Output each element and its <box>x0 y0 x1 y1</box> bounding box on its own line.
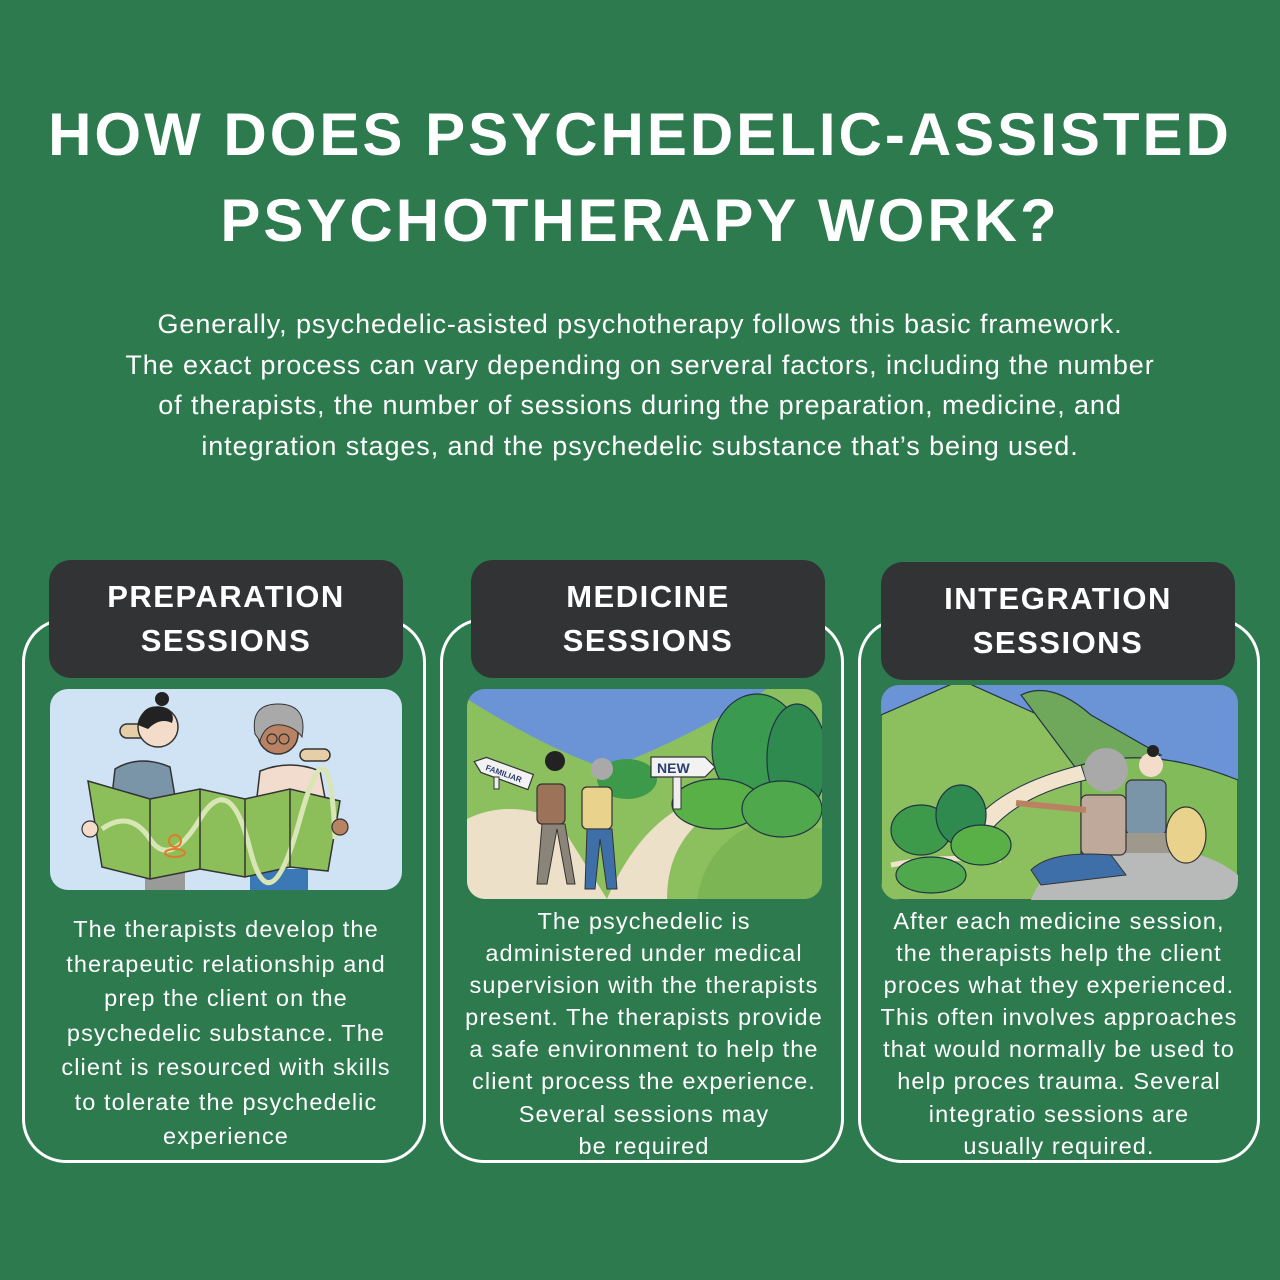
map-reading-hikers-illustration <box>50 689 402 890</box>
fork-in-path-illustration: FAMILIAR NEW <box>467 689 822 899</box>
stage-description-medicine: The psychedelic is administered under me… <box>448 905 840 1162</box>
page-title: HOW DOES PSYCHEDELIC-ASSISTED PSYCHOTHER… <box>0 92 1280 264</box>
stage-header-line-2: SESSIONS <box>972 625 1144 660</box>
description-line: supervision with the therapists <box>469 972 819 999</box>
description-line: psychedelic substance. The <box>66 1019 386 1046</box>
description-line: usually required. <box>963 1132 1155 1159</box>
description-line: client is resourced with skills <box>61 1054 391 1080</box>
description-line: that would normally be used to <box>883 1036 1235 1063</box>
stage-header-medicine: MEDICINE SESSIONS <box>471 560 825 678</box>
description-line: help proces trauma. Several <box>897 1068 1221 1095</box>
description-line: The psychedelic is <box>537 908 751 934</box>
intro-line: of therapists, the number of sessions du… <box>158 390 1122 420</box>
description-line: client process the experience. <box>472 1068 816 1095</box>
description-line: After each medicine session, <box>893 908 1225 934</box>
stage-description-preparation: The therapists develop the therapeutic r… <box>30 912 422 1154</box>
stage-header-line-2: SESSIONS <box>562 623 734 658</box>
description-line: prep the client on the <box>104 985 348 1011</box>
description-line: therapeutic relationship and <box>66 950 386 977</box>
stage-header-line-1: MEDICINE <box>566 579 730 614</box>
description-line: a safe environment to help the <box>469 1036 819 1063</box>
description-line: Several sessions may <box>518 1100 770 1127</box>
intro-line: The exact process can vary depending on … <box>125 349 1155 380</box>
intro-line: Generally, psychedelic-asisted psychothe… <box>157 309 1123 339</box>
description-line: the therapists help the client <box>896 940 1222 967</box>
intro-line: integration stages, and the psychedelic … <box>201 430 1079 461</box>
stage-header-integration: INTEGRATION SESSIONS <box>881 562 1235 680</box>
description-line: to tolerate the psychedelic <box>74 1088 378 1115</box>
intro-paragraph: Generally, psychedelic-asisted psychothe… <box>40 304 1240 466</box>
description-line: integratio sessions are <box>928 1100 1190 1127</box>
description-line: proces what they experienced. <box>883 972 1235 999</box>
stage-header-line-2: SESSIONS <box>140 623 312 658</box>
description-line: present. The therapists provide <box>465 1004 823 1031</box>
stage-header-line-1: PREPARATION <box>107 579 345 614</box>
description-line: experience <box>163 1123 289 1149</box>
new-sign-label: NEW <box>657 760 690 776</box>
title-line-1: HOW DOES PSYCHEDELIC-ASSISTED <box>48 101 1232 168</box>
title-line-2: PSYCHOTHERAPY WORK? <box>220 187 1060 254</box>
description-line: be required <box>578 1132 710 1159</box>
stage-header-preparation: PREPARATION SESSIONS <box>49 560 403 678</box>
stage-description-integration: After each medicine session, the therapi… <box>862 905 1256 1162</box>
stage-header-line-1: INTEGRATION <box>944 581 1172 616</box>
description-line: administered under medical <box>485 940 803 967</box>
hilltop-rest-illustration <box>881 685 1238 900</box>
description-line: This often involves approaches <box>880 1004 1238 1031</box>
description-line: The therapists develop the <box>73 916 379 942</box>
